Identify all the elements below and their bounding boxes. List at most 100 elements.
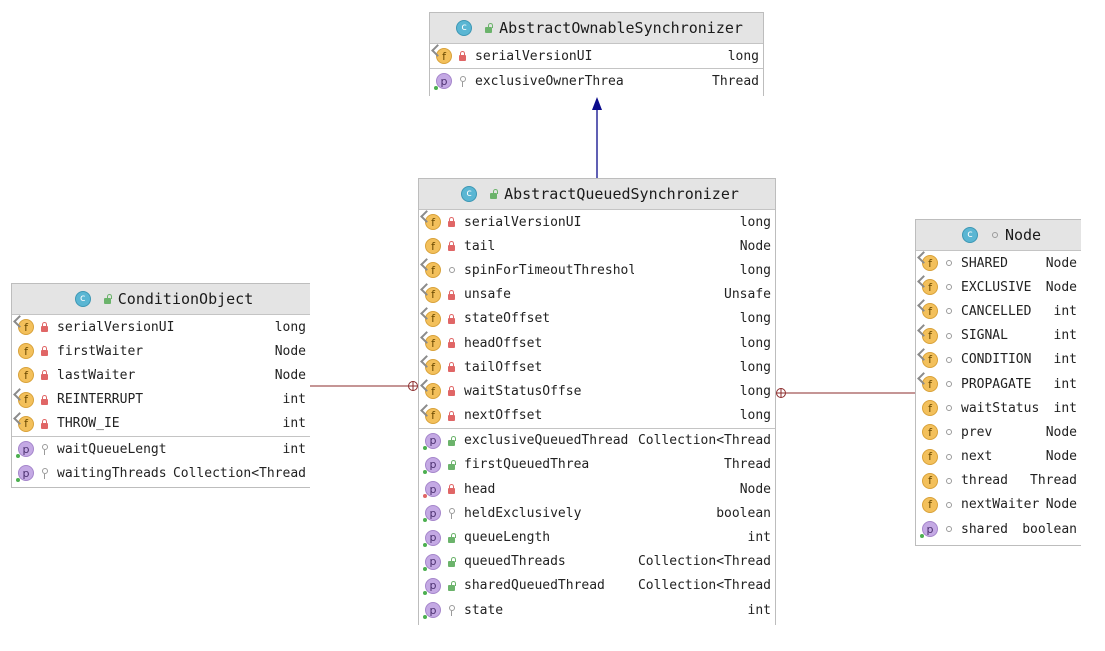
member-name: exclusiveOwnerThrea	[475, 73, 624, 89]
access-dot-icon	[423, 494, 427, 499]
member-name: tail	[464, 238, 496, 254]
member-name: head	[464, 481, 496, 497]
private-lock-icon	[447, 313, 456, 325]
field-icon: f	[420, 403, 441, 424]
member-name: REINTERRUPT	[57, 392, 144, 408]
property-icon: p	[423, 481, 441, 499]
member-name: next	[961, 449, 993, 465]
field-icon: f	[922, 448, 938, 465]
field-icon: f	[922, 424, 938, 441]
access-dot-icon	[920, 534, 924, 539]
class-title: AbstractOwnableSynchronizer	[499, 19, 743, 37]
field-icon: f	[917, 323, 938, 344]
member-name: nextWaiter	[961, 497, 1040, 513]
private-lock-icon	[40, 321, 49, 333]
member-name: shared	[961, 521, 1008, 537]
property-icon: p	[920, 521, 938, 539]
member-type: boolean	[1022, 521, 1077, 537]
member-type: Node	[274, 343, 306, 359]
public-lock-icon	[447, 532, 456, 544]
field-icon: f	[922, 400, 938, 417]
access-dot-icon	[423, 469, 427, 474]
member-name: queueLength	[464, 530, 551, 546]
getter-key-icon	[40, 467, 49, 480]
member-name: SHARED	[961, 255, 1008, 271]
member-type: int	[282, 441, 306, 457]
public-lock-icon	[447, 556, 456, 568]
private-lock-icon	[447, 289, 456, 301]
package-circle-icon	[944, 475, 953, 487]
private-lock-icon	[40, 394, 49, 406]
field-row[interactable]: p shared boolean	[916, 517, 1081, 541]
member-name: spinForTimeoutThreshol	[464, 262, 634, 278]
member-name: EXCLUSIVE	[961, 279, 1032, 295]
member-name: CONDITION	[961, 352, 1032, 368]
member-type: Collection<Thread	[172, 465, 306, 481]
member-name: PROPAGATE	[961, 376, 1032, 392]
member-type: int	[1053, 400, 1077, 416]
field-icon: f	[18, 343, 34, 360]
member-type: Node	[739, 238, 771, 254]
member-name: thread	[961, 473, 1008, 489]
field-icon: f	[917, 275, 938, 296]
package-circle-icon	[944, 330, 953, 342]
property-icon: p	[423, 456, 441, 474]
field-icon: f	[917, 372, 938, 393]
private-lock-icon	[447, 385, 456, 397]
public-lock-icon	[484, 22, 494, 34]
access-dot-icon	[423, 518, 427, 523]
member-name: THROW_IE	[57, 416, 120, 432]
field-icon: f	[13, 387, 34, 408]
field-icon: f	[922, 472, 938, 489]
access-dot-icon	[423, 615, 427, 620]
private-lock-icon	[40, 369, 49, 381]
package-circle-icon	[944, 426, 953, 438]
class-title: Node	[1004, 226, 1042, 244]
member-name: firstQueuedThrea	[464, 457, 590, 473]
